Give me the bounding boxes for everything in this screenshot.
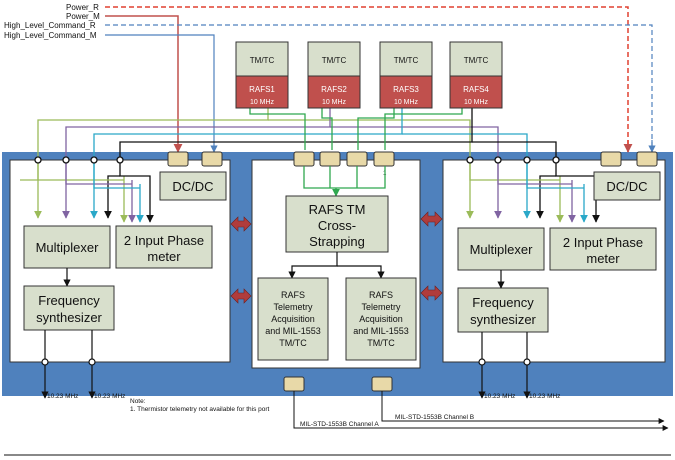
acq-a-line3: Acquisition bbox=[271, 314, 315, 324]
right-dcdc-label: DC/DC bbox=[606, 179, 647, 194]
center-tm-connector-4 bbox=[373, 151, 395, 167]
left-synth-line1: Frequency bbox=[38, 293, 100, 308]
bus-b-connector bbox=[371, 376, 393, 392]
acq-a-line4: and MIL-1553 bbox=[265, 326, 321, 336]
acq-b-line2: Telemetry bbox=[361, 302, 401, 312]
right-phase-meter-line1: 2 Input Phase bbox=[563, 235, 643, 250]
left-command-connector bbox=[201, 151, 223, 167]
center-tm-connector-2 bbox=[319, 151, 341, 167]
cross-strapping-block: RAFS TM Cross- Strapping bbox=[285, 195, 389, 253]
bus-lines bbox=[293, 391, 669, 431]
center-green-bus bbox=[303, 166, 386, 197]
right-output-1-label: 10.23 MHz bbox=[484, 393, 515, 400]
acq-b-line5: TM/TC bbox=[367, 338, 395, 348]
power-m-line bbox=[105, 15, 183, 153]
cross-strapping-line2: Cross- bbox=[318, 218, 356, 233]
right-synth-block: Frequency synthesizer bbox=[457, 287, 549, 333]
rafs2-tmtc: TM/TC bbox=[322, 56, 347, 65]
hlc-r-line bbox=[105, 24, 656, 153]
right-synth-line2: synthesizer bbox=[470, 312, 536, 327]
left-outputs bbox=[41, 330, 96, 399]
signal-label-power-r: Power_R bbox=[66, 3, 99, 12]
rafs-unit-3: TM/TC RAFS3 10 MHz bbox=[379, 41, 433, 109]
right-output-2-label: 10.23 MHz bbox=[529, 393, 560, 400]
rafs-unit-1: TM/TC RAFS1 10 MHz bbox=[235, 41, 289, 109]
right-phase-meter-block: 2 Input Phase meter bbox=[549, 227, 657, 271]
center-tm-connector-1 bbox=[293, 151, 315, 167]
acq-a-line2: Telemetry bbox=[273, 302, 313, 312]
right-power-connector bbox=[600, 151, 622, 167]
rafs2-freq: 10 MHz bbox=[322, 99, 347, 106]
bus-channel-b-label: MIL-STD-1553B Channel B bbox=[395, 414, 474, 421]
rafs2-name: RAFS2 bbox=[321, 85, 347, 94]
right-outputs bbox=[478, 332, 531, 399]
bus-channel-a-label: MIL-STD-1553B Channel A bbox=[300, 421, 379, 428]
left-synth-block: Frequency synthesizer bbox=[23, 285, 115, 331]
left-synth-line2: synthesizer bbox=[36, 310, 102, 325]
rafs3-name: RAFS3 bbox=[393, 85, 419, 94]
cross-to-acq-arrows bbox=[288, 252, 385, 279]
inter-module-links bbox=[230, 211, 443, 304]
cross-strapping-line1: RAFS TM bbox=[309, 202, 366, 217]
rafs4-tmtc: TM/TC bbox=[464, 56, 489, 65]
left-power-connector bbox=[167, 151, 189, 167]
acq-b-line3: Acquisition bbox=[359, 314, 403, 324]
left-phase-meter-line1: 2 Input Phase bbox=[124, 233, 204, 248]
left-multiplexer-label: Multiplexer bbox=[36, 240, 100, 255]
right-synth-line1: Frequency bbox=[472, 295, 534, 310]
right-phase-meter-line2: meter bbox=[586, 251, 620, 266]
acq-a-line5: TM/TC bbox=[279, 338, 307, 348]
left-phase-meter-block: 2 Input Phase meter bbox=[115, 225, 213, 269]
acq-b-line4: and MIL-1553 bbox=[353, 326, 409, 336]
rafs-unit-2: TM/TC RAFS2 10 MHz bbox=[307, 41, 361, 109]
signal-label-hlc-r: High_Level_Command_R bbox=[4, 21, 96, 30]
rafs4-freq: 10 MHz bbox=[464, 99, 489, 106]
signal-label-power-m: Power_M bbox=[66, 12, 100, 21]
center-tm-connector-3 bbox=[346, 151, 368, 167]
left-multiplexer-block: Multiplexer bbox=[23, 225, 111, 269]
note-title: Note: bbox=[130, 398, 146, 405]
left-phase-meter-line2: meter bbox=[147, 249, 181, 264]
left-dcdc-block: DC/DC bbox=[159, 171, 227, 201]
left-output-1-label: 10.23 MHz bbox=[47, 393, 78, 400]
acq-a-line1: RAFS bbox=[281, 290, 305, 300]
rafs1-name: RAFS1 bbox=[249, 85, 275, 94]
left-output-2-label: 10.23 MHz bbox=[94, 393, 125, 400]
right-multiplexer-label: Multiplexer bbox=[470, 242, 534, 257]
junction-dots bbox=[34, 156, 560, 164]
right-multiplexer-block: Multiplexer bbox=[457, 227, 545, 271]
rafs1-freq: 10 MHz bbox=[250, 99, 275, 106]
cross-strapping-line3: Strapping bbox=[309, 234, 365, 249]
power-r-line bbox=[105, 6, 633, 153]
acq-b-line1: RAFS bbox=[369, 290, 393, 300]
acquisition-block-b: RAFS Telemetry Acquisition and MIL-1553 … bbox=[345, 277, 417, 361]
right-command-connector bbox=[636, 151, 658, 167]
rafs3-freq: 10 MHz bbox=[394, 99, 419, 106]
acquisition-block-a: RAFS Telemetry Acquisition and MIL-1553 … bbox=[257, 277, 329, 361]
rafs-unit-4: TM/TC RAFS4 10 MHz bbox=[449, 41, 503, 109]
signal-label-hlc-m: High_Level_Command_M bbox=[4, 31, 97, 40]
note-line1: 1. Thermistor telemetry not available fo… bbox=[130, 406, 270, 413]
left-dcdc-label: DC/DC bbox=[172, 179, 213, 194]
hlc-m-line bbox=[105, 34, 218, 153]
bus-a-connector bbox=[283, 376, 305, 392]
rafs4-name: RAFS4 bbox=[463, 85, 489, 94]
rafs1-tmtc: TM/TC bbox=[250, 56, 275, 65]
rafs3-tmtc: TM/TC bbox=[394, 56, 419, 65]
right-dcdc-block: DC/DC bbox=[593, 171, 661, 201]
